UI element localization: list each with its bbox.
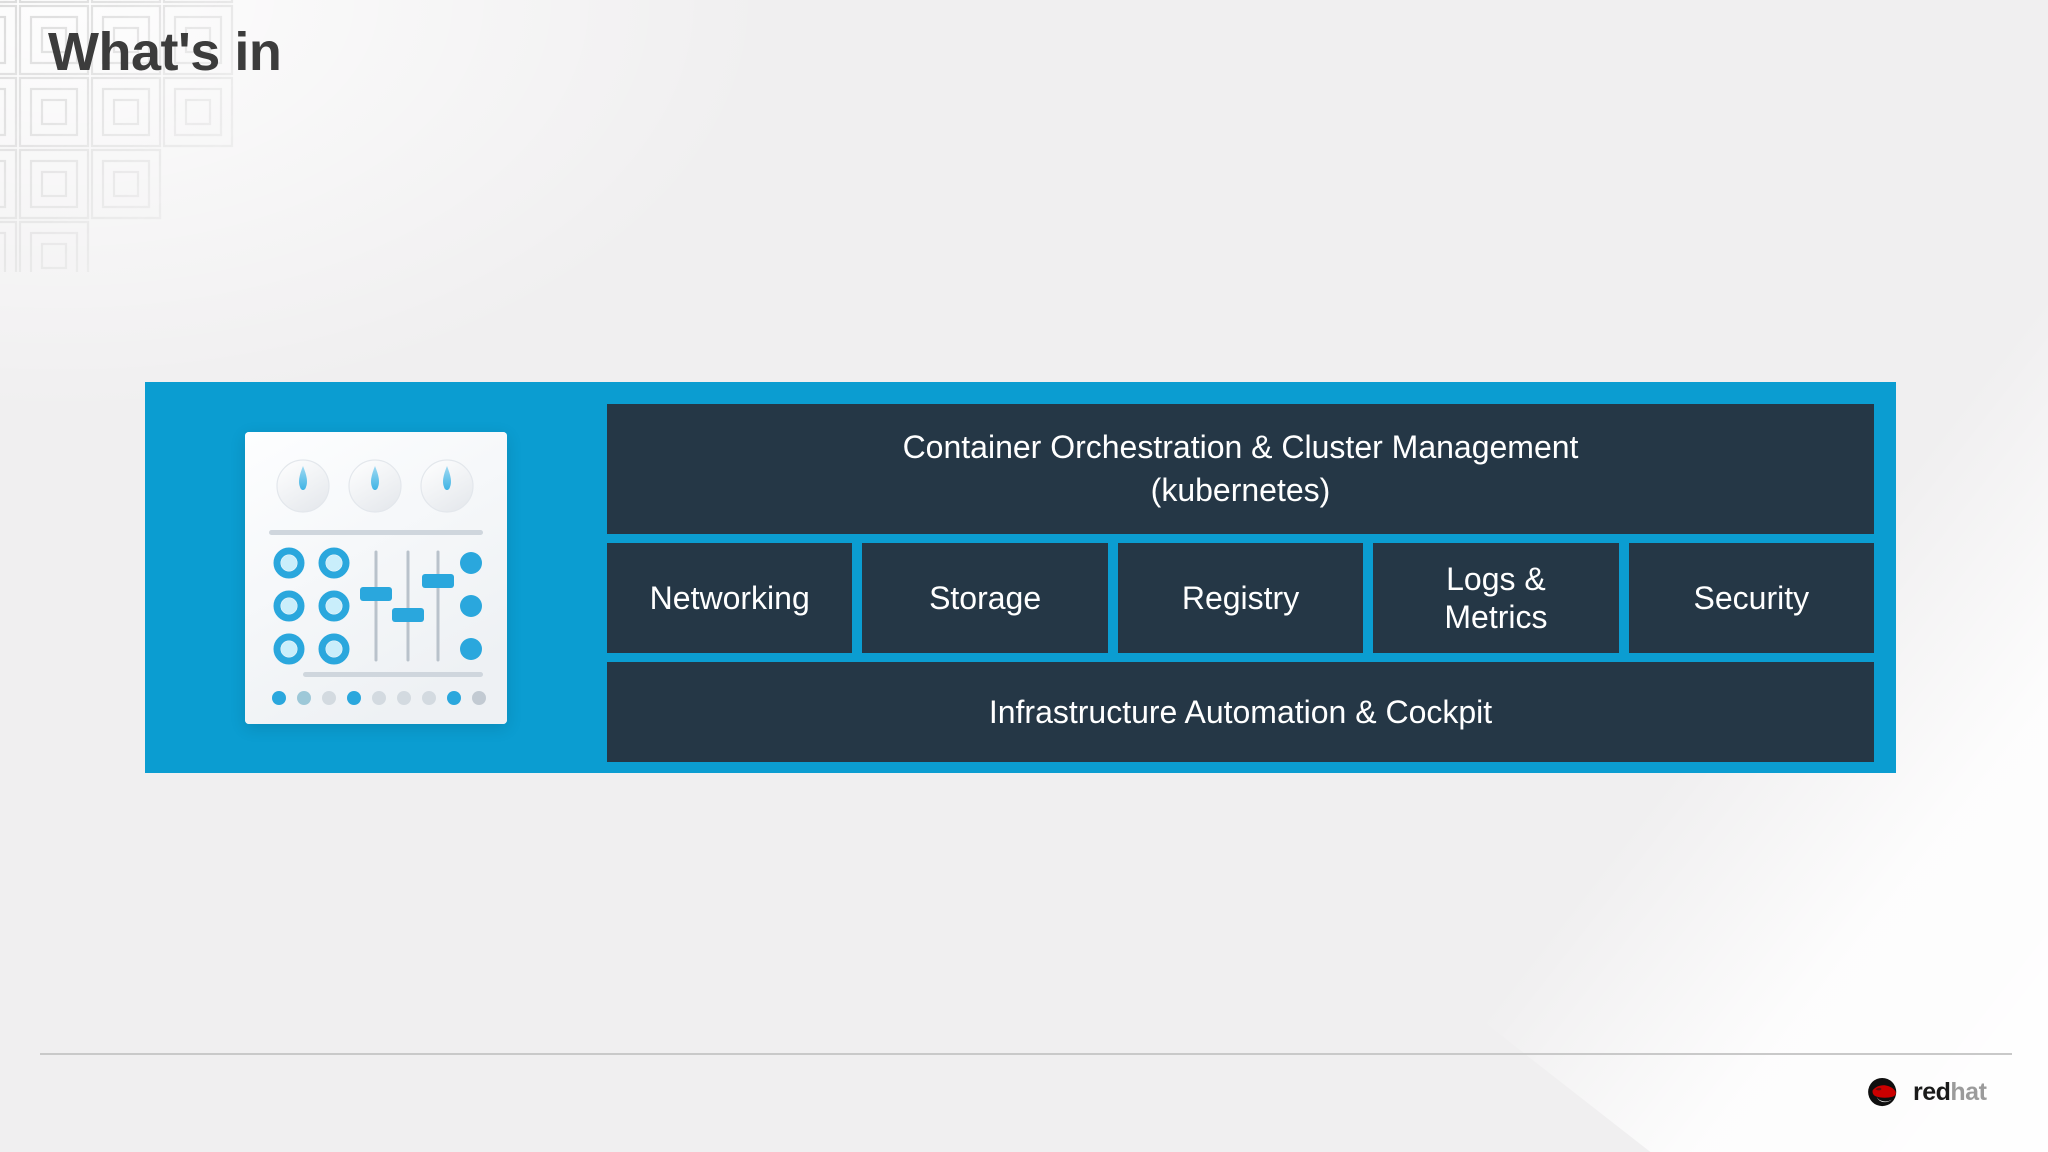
- layer-orchestration: Container Orchestration & Cluster Manage…: [607, 404, 1874, 534]
- page-title: What's in: [48, 22, 282, 82]
- redhat-word-red: red: [1913, 1077, 1951, 1106]
- service-label-logs-line2: Metrics: [1444, 599, 1548, 635]
- orchestration-line-1: Container Orchestration & Cluster Manage…: [902, 428, 1579, 465]
- footer-divider: [40, 1053, 2012, 1055]
- service-cell-security: Security: [1628, 543, 1875, 653]
- illustration-column: [145, 382, 607, 773]
- service-cell-registry: Registry: [1117, 543, 1364, 653]
- redhat-shadowman-icon: [1868, 1077, 1897, 1107]
- service-cell-logs-metrics: Logs & Metrics: [1373, 543, 1619, 653]
- service-label-registry: Registry: [1181, 580, 1300, 616]
- orchestration-line-2: (kubernetes): [1150, 472, 1331, 508]
- layer-services-row: Networking Storage Registry Logs & Metri…: [607, 543, 1875, 653]
- platform-stack-diagram: Container Orchestration & Cluster Manage…: [145, 382, 1896, 773]
- service-label-logs-line1: Logs &: [1446, 560, 1546, 597]
- service-label-networking: Networking: [649, 580, 810, 616]
- service-label-storage: Storage: [929, 580, 1042, 616]
- stack-layers: Container Orchestration & Cluster Manage…: [607, 382, 1896, 773]
- service-cell-networking: Networking: [607, 543, 853, 653]
- service-label-security: Security: [1693, 580, 1810, 616]
- redhat-word-hat: hat: [1950, 1077, 1987, 1106]
- service-cell-storage: Storage: [862, 543, 1108, 653]
- redhat-wordmark: redhat: [1913, 1077, 1987, 1106]
- layer-infrastructure: Infrastructure Automation & Cockpit: [607, 662, 1874, 762]
- infrastructure-label: Infrastructure Automation & Cockpit: [988, 693, 1493, 730]
- control-panel-illustration: [245, 431, 507, 724]
- redhat-logo: redhat: [1864, 1077, 1987, 1107]
